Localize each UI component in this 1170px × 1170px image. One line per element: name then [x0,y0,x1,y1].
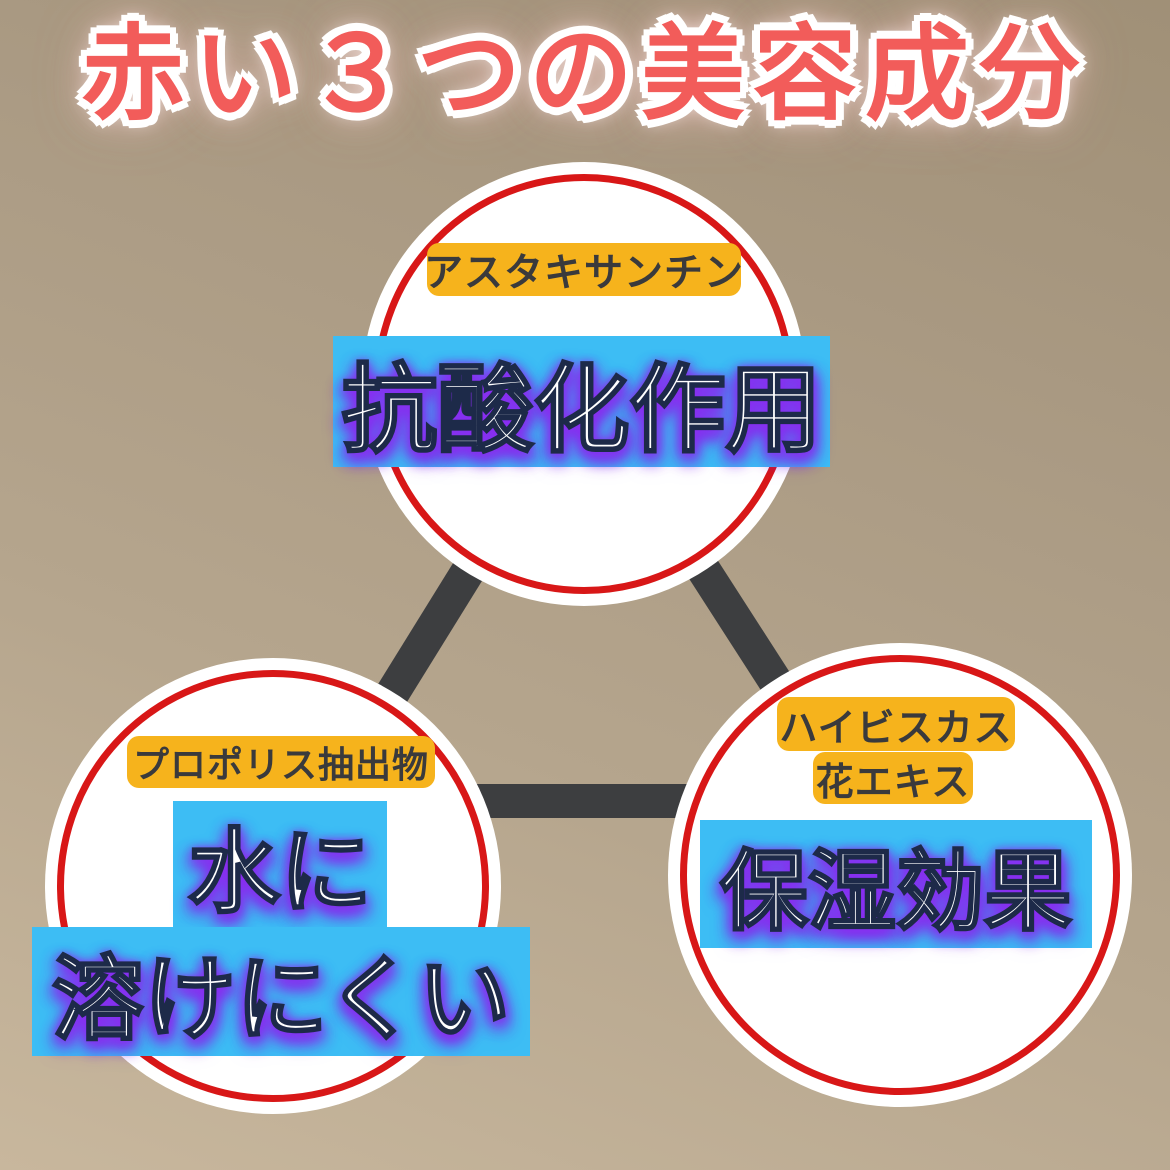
effect-banner-water-line2: 溶けにくい [32,927,530,1056]
page-title: 赤い３つの美容成分 [80,17,1089,133]
effect-banner-moisture: 保湿効果 [700,820,1092,948]
ingredient-tag-astaxanthin: アスタキサンチン [424,243,743,296]
ingredient-tag-hibiscus-line1: ハイビスカス [777,697,1015,751]
red-ring [57,670,489,1102]
ingredient-tag-hibiscus-line2: 花エキス [813,752,973,804]
ingredient-tag-propolis: プロポリス抽出物 [127,736,435,788]
effect-banner-water-line1: 水に [173,801,387,927]
effect-banner-antioxidant: 抗酸化作用 [333,336,830,467]
red-ring [680,655,1120,1095]
